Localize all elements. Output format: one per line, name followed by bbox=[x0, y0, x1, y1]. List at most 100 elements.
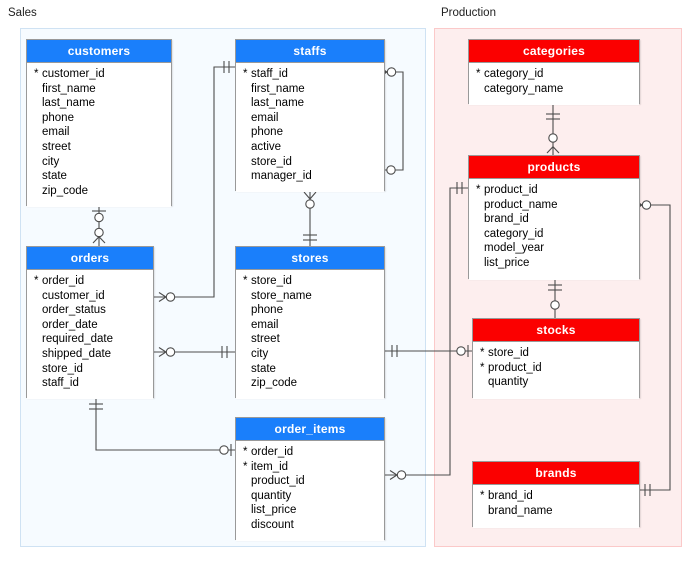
attribute-label: store_id bbox=[42, 362, 83, 375]
primary-key-icon: * bbox=[243, 68, 248, 80]
attribute-order_items-order_id: *order_id bbox=[236, 445, 384, 460]
attribute-label: product_id bbox=[251, 475, 305, 488]
attribute-staffs-staff_id: *staff_id bbox=[236, 67, 384, 82]
attribute-label: zip_code bbox=[42, 184, 89, 197]
entity-title-categories: categories bbox=[469, 40, 639, 62]
attribute-staffs-manager_id: manager_id bbox=[236, 169, 384, 184]
attribute-order_items-product_id: product_id bbox=[236, 474, 384, 489]
attribute-label: brand_name bbox=[488, 504, 553, 517]
attribute-categories-category_id: *category_id bbox=[469, 67, 639, 82]
attribute-staffs-first_name: first_name bbox=[236, 82, 384, 97]
attribute-label: staff_id bbox=[42, 377, 79, 390]
attribute-label: quantity bbox=[488, 376, 529, 389]
relationship-orders-stores[interactable] bbox=[154, 346, 235, 358]
attribute-label: category_name bbox=[484, 82, 564, 95]
attribute-stores-phone: phone bbox=[236, 303, 384, 318]
entity-title-stocks: stocks bbox=[473, 319, 639, 341]
attribute-stores-email: email bbox=[236, 318, 384, 333]
relationship-staffs-stores[interactable] bbox=[303, 191, 317, 246]
attribute-label: staff_id bbox=[251, 68, 288, 80]
attribute-customers-state: state bbox=[27, 169, 171, 184]
attribute-label: state bbox=[42, 170, 67, 183]
attribute-label: store_name bbox=[251, 289, 312, 302]
relationship-orders-order-items[interactable] bbox=[89, 398, 235, 456]
attribute-customers-street: street bbox=[27, 140, 171, 155]
attribute-label: store_id bbox=[488, 347, 529, 359]
attribute-orders-store_id: store_id bbox=[27, 362, 153, 377]
attribute-brands-brand_id: *brand_id bbox=[473, 489, 639, 504]
attribute-label: customer_id bbox=[42, 68, 105, 80]
entity-title-customers: customers bbox=[27, 40, 171, 62]
primary-key-icon: * bbox=[243, 460, 248, 473]
relationship-customers-orders[interactable] bbox=[92, 206, 106, 246]
attribute-label: product_id bbox=[488, 361, 542, 374]
attribute-orders-order_date: order_date bbox=[27, 318, 153, 333]
attribute-staffs-email: email bbox=[236, 111, 384, 126]
relationship-orders-staffs[interactable] bbox=[154, 61, 235, 302]
attribute-products-category_id: category_id bbox=[469, 227, 639, 242]
relationship-products-brands[interactable] bbox=[634, 200, 671, 497]
primary-key-icon: * bbox=[34, 275, 39, 287]
attribute-products-model_year: model_year bbox=[469, 241, 639, 256]
primary-key-icon: * bbox=[476, 68, 481, 80]
primary-key-icon: * bbox=[34, 68, 39, 80]
attribute-stores-state: state bbox=[236, 362, 384, 377]
attribute-label: list_price bbox=[251, 504, 297, 517]
attribute-staffs-phone: phone bbox=[236, 125, 384, 140]
attribute-customers-email: email bbox=[27, 125, 171, 140]
primary-key-icon: * bbox=[476, 184, 481, 196]
attribute-products-brand_id: brand_id bbox=[469, 212, 639, 227]
attribute-label: phone bbox=[251, 304, 283, 317]
attribute-label: street bbox=[42, 140, 71, 153]
attribute-order_items-discount: discount bbox=[236, 518, 384, 533]
attribute-order_items-quantity: quantity bbox=[236, 489, 384, 504]
attribute-customers-last_name: last_name bbox=[27, 96, 171, 111]
attribute-label: item_id bbox=[251, 460, 289, 473]
attribute-products-list_price: list_price bbox=[469, 256, 639, 271]
attribute-label: street bbox=[251, 333, 280, 346]
attribute-orders-order_status: order_status bbox=[27, 303, 153, 318]
attribute-label: order_status bbox=[42, 304, 106, 317]
attribute-customers-zip_code: zip_code bbox=[27, 184, 171, 199]
attribute-label: shipped_date bbox=[42, 347, 112, 360]
attribute-label: order_id bbox=[42, 275, 85, 287]
attribute-label: zip_code bbox=[251, 377, 298, 390]
attribute-label: phone bbox=[42, 111, 74, 124]
attribute-stocks-product_id: *product_id bbox=[473, 361, 639, 376]
attribute-label: required_date bbox=[42, 333, 113, 346]
attribute-customers-city: city bbox=[27, 155, 171, 170]
attribute-label: category_id bbox=[484, 68, 544, 80]
relationship-order-items-products[interactable] bbox=[385, 182, 468, 480]
relationship-products-stocks[interactable] bbox=[548, 279, 562, 318]
attribute-products-product_name: product_name bbox=[469, 198, 639, 213]
attribute-stores-street: street bbox=[236, 332, 384, 347]
entity-title-orders: orders bbox=[27, 247, 153, 269]
relationship-stores-stocks[interactable] bbox=[385, 345, 472, 357]
attribute-label: product_id bbox=[484, 184, 538, 196]
attribute-label: order_id bbox=[251, 446, 294, 458]
attribute-products-product_id: *product_id bbox=[469, 183, 639, 198]
attribute-orders-customer_id: customer_id bbox=[27, 289, 153, 304]
attribute-staffs-active: active bbox=[236, 140, 384, 155]
attribute-stores-store_id: *store_id bbox=[236, 274, 384, 289]
attribute-label: brand_id bbox=[484, 213, 529, 226]
relationship-categories-products[interactable] bbox=[546, 104, 560, 155]
attribute-label: manager_id bbox=[251, 170, 312, 183]
attribute-stocks-quantity: quantity bbox=[473, 375, 639, 390]
